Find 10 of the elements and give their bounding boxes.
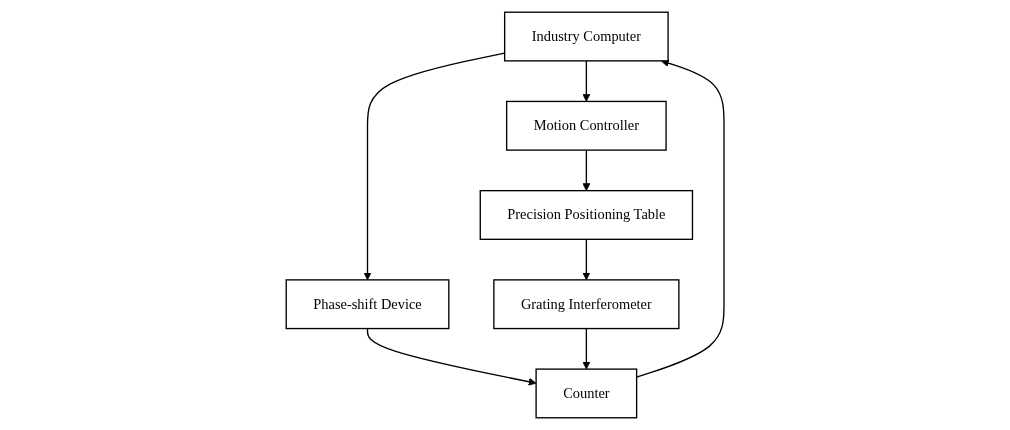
arrow — [582, 149, 591, 191]
node-box: Industry Computer — [503, 11, 669, 62]
node-box: Counter — [535, 368, 638, 419]
node-box: Precision Positioning Table — [479, 190, 694, 240]
arrow — [582, 238, 591, 281]
node-box: Grating Interferometer — [493, 279, 680, 330]
node-box: Phase-shift Device — [285, 279, 450, 330]
node-box: Motion Controller — [505, 100, 667, 151]
arrow — [582, 60, 591, 102]
arrow — [582, 327, 591, 370]
